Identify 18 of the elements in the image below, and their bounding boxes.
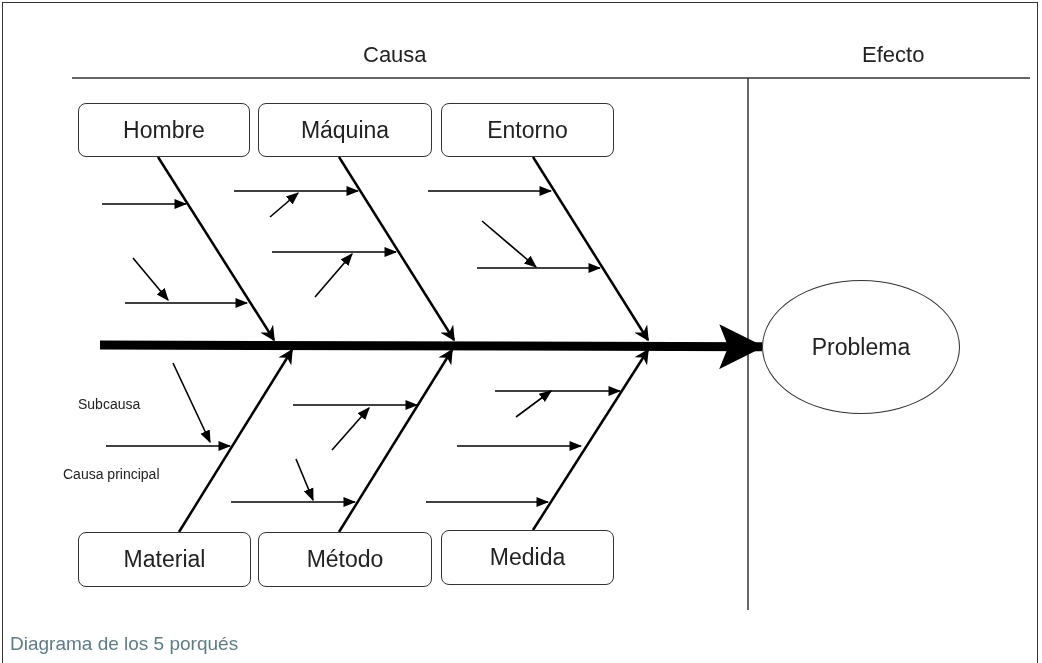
cause-arrow xyxy=(337,156,456,342)
cause-arrow xyxy=(177,348,294,533)
cause-arrow xyxy=(531,348,650,531)
category-box: Material xyxy=(78,532,251,587)
category-box: Hombre xyxy=(78,103,250,157)
annotation-text: Causa principal xyxy=(63,466,160,482)
effect-ellipse: Problema xyxy=(762,280,960,414)
category-box: Máquina xyxy=(258,103,432,157)
column-heading: Causa xyxy=(363,42,427,68)
category-box: Entorno xyxy=(441,103,614,157)
cause-arrow xyxy=(531,156,650,342)
category-box: Medida xyxy=(441,530,614,585)
cause-arrow xyxy=(156,156,276,342)
cause-arrow xyxy=(337,348,454,533)
category-box: Método xyxy=(258,532,432,587)
annotation-text: Subcausa xyxy=(78,396,141,412)
caption: Diagrama de los 5 porqués xyxy=(10,633,239,655)
column-heading: Efecto xyxy=(862,42,925,68)
